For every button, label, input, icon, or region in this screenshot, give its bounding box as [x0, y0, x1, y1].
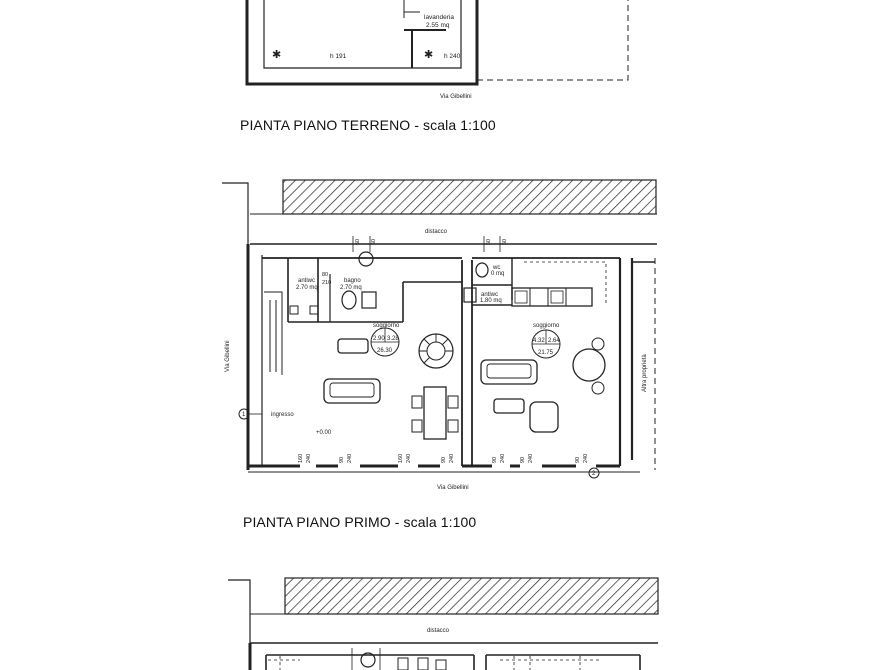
wc-name: wc: [492, 265, 500, 271]
distacco-label: distacco: [425, 229, 448, 235]
hatched-building-strip: [282, 179, 657, 215]
toilet-fixture-2: [360, 652, 376, 668]
ground-wall-left: [245, 0, 479, 86]
window-dimension-label: 90: [520, 457, 526, 463]
ground-star-left: ✱: [272, 49, 281, 61]
ground-dashed-boundary: [477, 0, 629, 81]
ground-wall-inner: [263, 0, 462, 69]
antiwc-left-name: antiwc: [298, 278, 315, 284]
sink-fixture-right: [463, 287, 477, 303]
dim-210: 210: [322, 280, 331, 286]
round-table: [572, 348, 606, 382]
ingresso-label: ingresso: [271, 412, 294, 418]
street-label-bottom: Via Gibellini: [437, 485, 469, 491]
antiwc-left-area: 2.70 mq: [296, 285, 318, 291]
first-floor-plan: [222, 179, 657, 479]
window-dimension-label: 240: [306, 454, 312, 463]
level-label: +0.00: [316, 430, 332, 436]
dim-50-c: 50: [486, 239, 492, 245]
altra-proprieta-label: Altra proprietà: [642, 354, 648, 392]
soggiorno-left-h: 3.28: [387, 336, 399, 342]
second-floor-plan: [228, 577, 659, 670]
dim-50-a: 50: [355, 239, 361, 245]
ground-height-left: h 191: [330, 53, 347, 60]
window-dimension-label: 240: [347, 454, 353, 463]
sink-fixture-bath: [361, 291, 377, 309]
window-dimension-label: 240: [500, 454, 506, 463]
wc-area: 0 mq: [491, 271, 504, 277]
first-floor-labels: distacco Via Gibellini Via Gibellini Alt…: [225, 229, 648, 491]
bagno-area: 2.70 mq: [340, 285, 362, 291]
lavanderia-wall: [404, 29, 446, 68]
ground-floor-caption: PIANTA PIANO TERRENO - scala 1:100: [240, 117, 496, 133]
ground-floor-plan: ✱ ✱: [245, 0, 629, 86]
window-dimension-label: 160: [398, 454, 404, 463]
window-dimension-label: 240: [583, 454, 589, 463]
coffee-table-right: [493, 398, 525, 414]
toilet-fixture-bath: [341, 290, 357, 310]
coffee-table-left: [337, 338, 369, 354]
antiwc-right-name: antiwc: [481, 292, 498, 298]
lavanderia-area: 2.55 mq: [426, 22, 450, 29]
ground-star-right: ✱: [424, 49, 433, 61]
distacco-label-2: distacco: [427, 628, 450, 634]
dim-50-b: 50: [371, 239, 377, 245]
armchair: [529, 401, 559, 433]
kitchen-counter: [511, 287, 593, 307]
window-dimension-label: 240: [449, 454, 455, 463]
window-dimension-label: 240: [406, 454, 412, 463]
lavanderia-name: lavanderia: [424, 14, 454, 21]
first-floor-caption: PIANTA PIANO PRIMO - scala 1:100: [243, 514, 477, 530]
soggiorno-left-area: 26.30: [377, 348, 393, 354]
soggiorno-right-dims: 4.32: [533, 338, 545, 344]
section-marker-2: [588, 467, 600, 479]
dining-table: [423, 386, 447, 440]
section-label-1: 1: [242, 412, 246, 418]
soggiorno-left-dims: 2.90: [373, 336, 385, 342]
soggiorno-right-h: 2.64: [548, 338, 560, 344]
bagno-name: bagno: [344, 278, 361, 284]
window-dimension-label: 90: [575, 457, 581, 463]
dim-50-d: 50: [502, 239, 508, 245]
ground-street-label: Via Gibellini: [440, 94, 472, 100]
window-dimension-label: 240: [528, 454, 534, 463]
soggiorno-right-name: soggiorno: [533, 323, 560, 329]
first-wall-left-outer: [222, 182, 249, 470]
toilet-fixture-right: [475, 262, 489, 278]
soggiorno-left-name: soggiorno: [373, 323, 400, 329]
first-party-wall: [461, 260, 473, 466]
window-dimension-label: 90: [441, 457, 447, 463]
window-dimension-label: 160: [298, 454, 304, 463]
sofa-left: [323, 378, 381, 404]
ground-height-right: h 240: [444, 53, 461, 60]
window-dimension-label: 90: [339, 457, 345, 463]
section-label-2: 2: [592, 471, 596, 477]
dim-80: 80: [322, 272, 328, 278]
antiwc-right-area: 1.80 mq: [480, 298, 502, 304]
window-dimension-label: 90: [492, 457, 498, 463]
street-label-side: Via Gibellini: [225, 340, 231, 372]
hatched-building-strip-2: [284, 577, 659, 615]
soggiorno-right-area: 21.75: [538, 350, 554, 356]
first-wall-right: [618, 258, 634, 466]
sofa-right: [480, 359, 538, 385]
toilet-fixture-left: [358, 251, 374, 267]
